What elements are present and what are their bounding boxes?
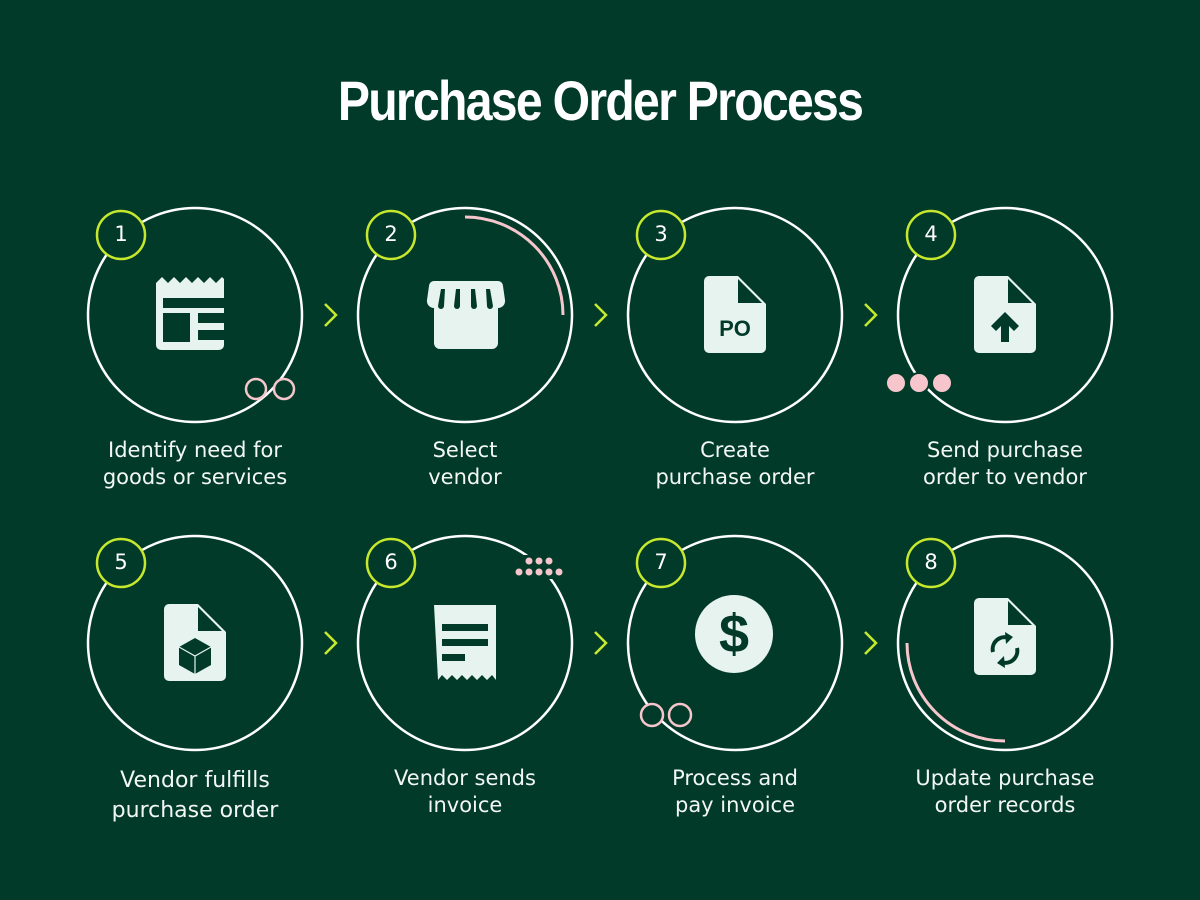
svg-text:$: $ bbox=[719, 604, 749, 664]
pink-dot-grid bbox=[514, 555, 566, 579]
document-upload-icon bbox=[974, 276, 1036, 353]
newspaper-icon bbox=[156, 277, 226, 350]
step-badge-number: 5 bbox=[114, 550, 128, 574]
svg-text:PO: PO bbox=[719, 316, 751, 341]
po-document-icon: PO bbox=[704, 276, 766, 353]
step-badge-number: 4 bbox=[924, 222, 938, 246]
document-sync-icon bbox=[974, 598, 1036, 675]
chevron-right-icon bbox=[324, 303, 338, 327]
step-4-graphic bbox=[885, 206, 1114, 424]
step-5-graphic bbox=[86, 534, 304, 752]
step-badge bbox=[95, 209, 147, 261]
step-3-graphic: PO bbox=[626, 206, 844, 424]
step-1-graphic bbox=[86, 206, 304, 424]
step-badge-number: 3 bbox=[654, 222, 668, 246]
page-title: Purchase Order Process bbox=[337, 69, 864, 132]
step-badge-number: 8 bbox=[924, 550, 938, 574]
step-badge-number: 1 bbox=[114, 222, 128, 246]
step-7-graphic: $ bbox=[626, 534, 844, 752]
step-8-graphic bbox=[896, 534, 1114, 752]
step-6-graphic bbox=[356, 534, 574, 752]
step-2-graphic bbox=[356, 206, 574, 424]
step-badge-number: 7 bbox=[654, 550, 668, 574]
dollar-coin-icon: $ bbox=[695, 595, 773, 673]
document-package-icon bbox=[164, 604, 226, 681]
storefront-icon bbox=[426, 281, 506, 349]
receipt-icon bbox=[434, 605, 496, 680]
step-badge-number: 2 bbox=[384, 222, 398, 246]
step-badge-number: 6 bbox=[384, 550, 398, 574]
